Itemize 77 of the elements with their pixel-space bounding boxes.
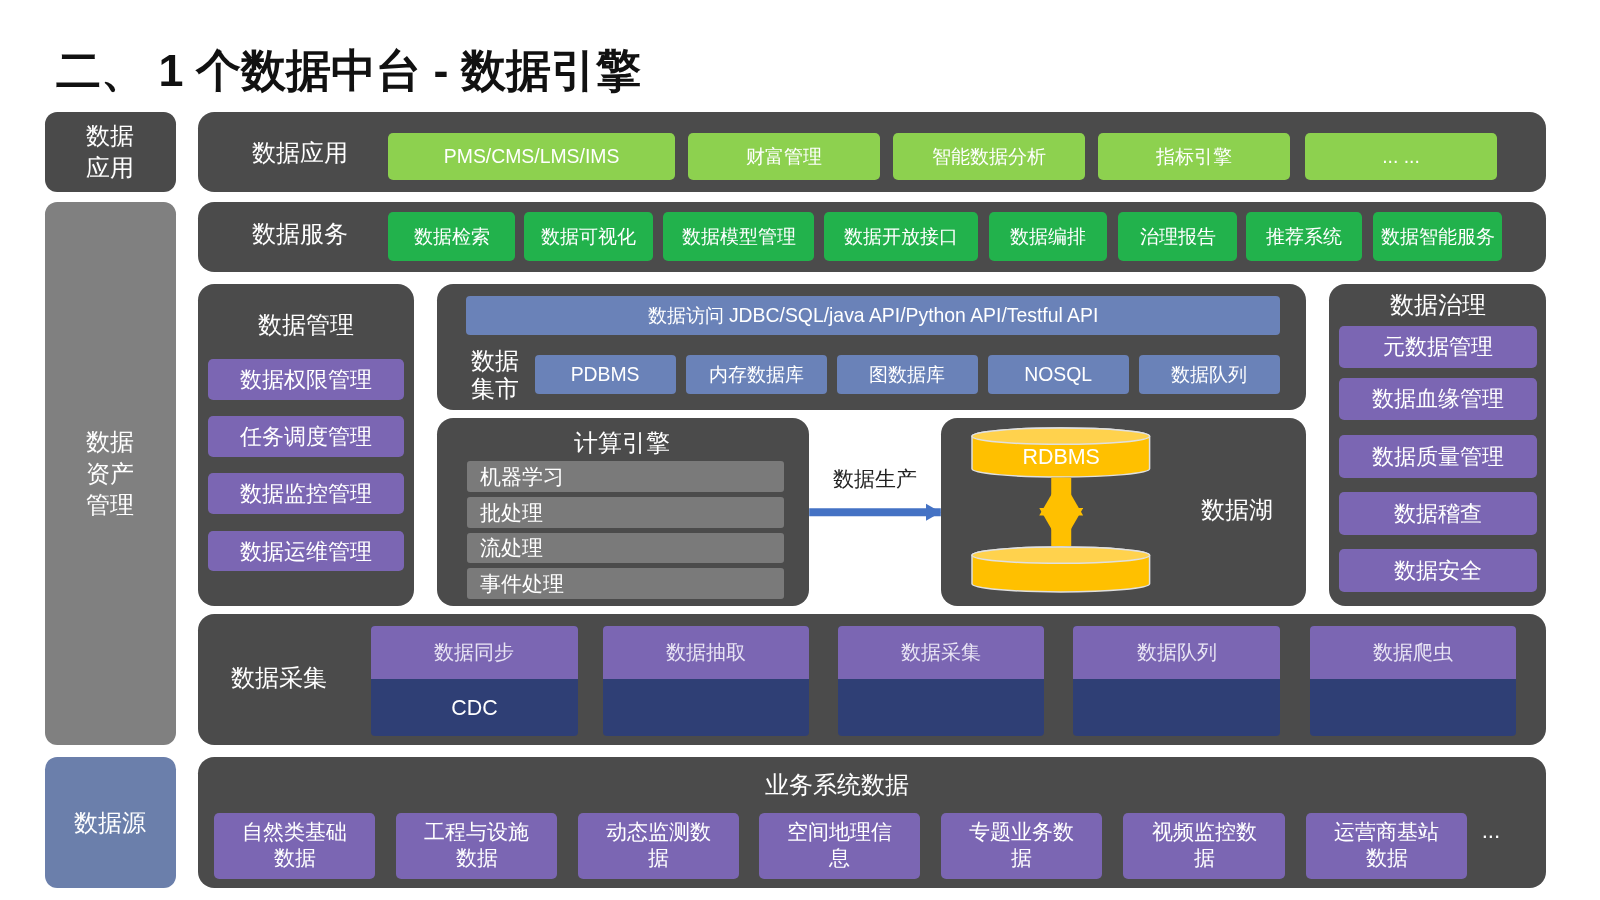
function-box: 数据运维管理 (208, 530, 405, 572)
feature-box: 数据检索 (387, 212, 516, 262)
layer-panel (1328, 283, 1546, 607)
data-source-box: 动态监测数据 (577, 813, 739, 879)
layer-panel (197, 202, 1546, 273)
data-source-box: 工程与设施数据 (395, 813, 558, 879)
panel-title: 业务系统数据 (763, 769, 910, 800)
card-header: 数据采集 (837, 625, 1044, 679)
category-band: 数据资产管理 (44, 202, 176, 745)
collection-card (371, 625, 578, 736)
feature-box: 数据智能服务 (1373, 212, 1502, 262)
panel-title: 数据治理 (1388, 290, 1487, 320)
engine-row: 事件处理 (467, 568, 784, 599)
card-header: 数据抽取 (603, 625, 810, 679)
feature-box: 指标引擎 (1097, 132, 1290, 180)
layer-panel (940, 418, 1307, 607)
layer-panel (197, 757, 1546, 888)
function-box: 任务调度管理 (208, 416, 405, 458)
data-source-box: 专题业务数据 (940, 813, 1102, 879)
function-box: 数据安全 (1338, 548, 1537, 592)
database-box: NOSQL (987, 355, 1129, 394)
panel-title: 数据应用 (251, 137, 349, 168)
page-title: 二、 1 个数据中台 - 数据引擎 (56, 43, 641, 98)
database-box: 内存数据库 (685, 355, 827, 394)
panel-title: 数据管理 (257, 310, 356, 341)
panel-title: 数据服务 (251, 218, 349, 249)
collection-card (1310, 625, 1517, 736)
feature-box: PMS/CMS/LMS/IMS (387, 132, 676, 180)
function-box: 数据血缘管理 (1338, 377, 1537, 421)
database-box: 数据访问 JDBC/SQL/java API/Python API/Testful API (466, 295, 1280, 335)
feature-box: 数据开放接口 (824, 212, 978, 262)
database-box: 图数据库 (836, 355, 978, 394)
engine-row: 流处理 (467, 532, 784, 564)
card-header: 数据同步 (371, 625, 578, 679)
card-header: 数据爬虫 (1310, 625, 1517, 679)
ellipsis-text: ... (1481, 818, 1501, 845)
panel-title: 数据集市 (469, 346, 520, 405)
layer-panel (197, 614, 1546, 745)
feature-box: 数据可视化 (524, 212, 654, 262)
feature-box: 数据模型管理 (663, 212, 815, 262)
cylinder (971, 545, 1151, 593)
function-box: 数据质量管理 (1338, 434, 1537, 478)
layer-panel (197, 112, 1546, 192)
function-box: 数据监控管理 (208, 473, 405, 515)
function-box: 数据权限管理 (208, 359, 405, 400)
engine-row: 批处理 (467, 496, 784, 528)
database-box: 数据队列 (1138, 355, 1280, 394)
layer-panel (436, 418, 810, 607)
arrow (809, 503, 941, 522)
collection-card (837, 625, 1044, 736)
feature-box: ... ... (1305, 132, 1497, 180)
layer-panel (436, 283, 1307, 411)
panel-title: 数据采集 (229, 663, 328, 694)
data-source-box: 空间地理信息 (759, 813, 921, 879)
feature-box: 推荐系统 (1245, 212, 1363, 262)
layer-panel (197, 283, 415, 607)
function-box: 数据稽查 (1338, 491, 1537, 535)
feature-box: 财富管理 (687, 132, 880, 180)
data-source-box: 自然类基础数据 (214, 813, 376, 879)
collection-card (603, 625, 810, 736)
feature-box: 智能数据分析 (892, 132, 1085, 180)
data-source-box: 运营商基站数据 (1306, 813, 1468, 879)
database-box: PDBMS (534, 355, 676, 394)
card-header: 数据队列 (1073, 625, 1280, 679)
engine-row: 机器学习 (467, 461, 784, 492)
double-arrow (1039, 477, 1084, 546)
feature-box: 治理报告 (1118, 212, 1237, 262)
category-band: 数据应用 (44, 112, 176, 192)
panel-title: 计算引擎 (573, 427, 672, 458)
cylinder: RDBMS (971, 426, 1151, 478)
card-body-text: CDC (450, 694, 499, 722)
function-box: 元数据管理 (1338, 325, 1537, 369)
feature-box: 数据编排 (988, 212, 1108, 262)
category-band: 数据源 (44, 757, 176, 888)
collection-card (1073, 625, 1280, 736)
data-source-box: 视频监控数据 (1123, 813, 1285, 879)
panel-title: 数据湖 (1200, 495, 1275, 526)
